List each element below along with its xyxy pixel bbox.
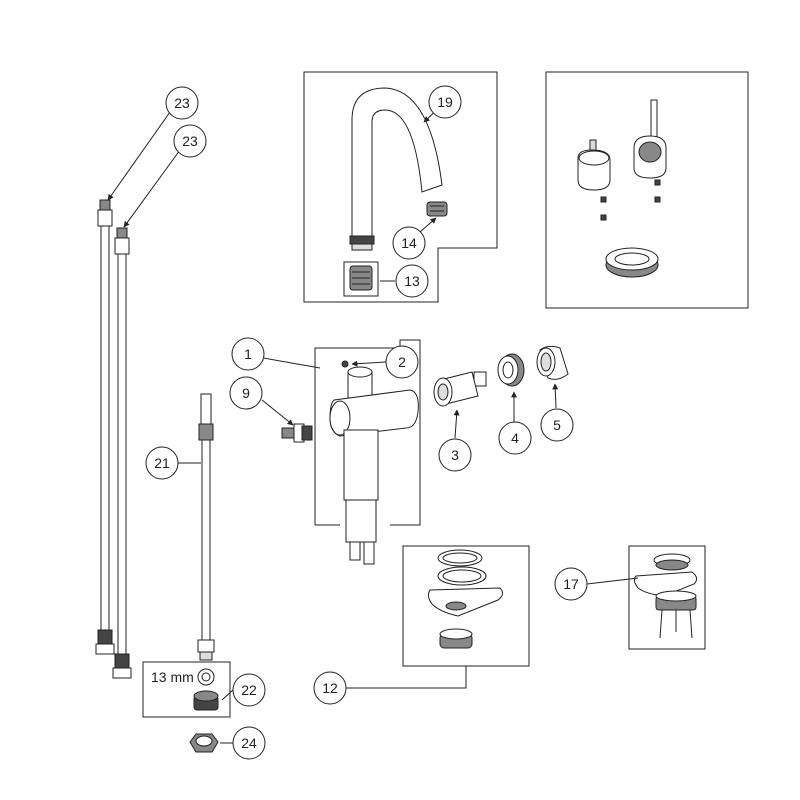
svg-text:1: 1 [244, 346, 252, 362]
callout-9: 9 [229, 376, 263, 410]
svg-text:5: 5 [553, 417, 561, 433]
callout-13: 13 [395, 264, 429, 298]
svg-text:21: 21 [154, 455, 170, 471]
spout-19 [349, 87, 443, 251]
grub-screw-2 [341, 360, 349, 368]
callout-5: 5 [540, 408, 574, 442]
svg-text:24: 24 [241, 735, 257, 751]
base-plate-12 [427, 549, 504, 649]
callout-4: 4 [498, 421, 532, 455]
olive-22 [193, 668, 219, 711]
handle-box [545, 71, 749, 309]
base-ring [605, 247, 659, 278]
hose-23-left [95, 199, 115, 655]
callout-23-top: 23 [165, 86, 199, 120]
svg-text:17: 17 [563, 576, 579, 592]
svg-text:12: 12 [322, 680, 338, 696]
callout-2: 2 [385, 345, 419, 379]
valve-9 [281, 423, 313, 443]
callout-1: 1 [231, 337, 265, 371]
callout-21: 21 [145, 446, 179, 480]
callout-14: 14 [392, 226, 426, 260]
callout-24: 24 [232, 726, 266, 760]
callout-19: 19 [428, 85, 462, 119]
ring-4 [497, 353, 525, 387]
hose-23-right [112, 227, 132, 679]
svg-text:14: 14 [401, 235, 417, 251]
lever-handle [633, 99, 667, 203]
svg-text:13: 13 [404, 273, 420, 289]
mixer-body-1 [329, 366, 419, 565]
svg-text:4: 4 [511, 430, 519, 446]
nut-size-label: 13 mm [151, 669, 194, 685]
svg-text:9: 9 [242, 385, 250, 401]
olive-box [142, 661, 231, 718]
nut-24 [189, 733, 219, 753]
body-frame-1 [314, 339, 421, 526]
handle-knob [577, 139, 611, 221]
callout-17: 17 [554, 567, 588, 601]
callout-12: 12 [313, 671, 347, 705]
callout-23-lower: 23 [173, 124, 207, 158]
cartridge-3 [433, 371, 487, 407]
svg-text:22: 22 [241, 682, 257, 698]
svg-text:19: 19 [437, 94, 453, 110]
drain-box [628, 545, 706, 650]
aerator-14 [426, 201, 448, 217]
svg-text:23: 23 [182, 133, 198, 149]
drain-17 [633, 553, 698, 639]
cap-5 [536, 345, 569, 380]
callout-3: 3 [438, 438, 472, 472]
svg-text:2: 2 [398, 354, 406, 370]
svg-text:23: 23 [174, 95, 190, 111]
svg-text:3: 3 [451, 447, 459, 463]
callout-22: 22 [232, 673, 266, 707]
supply-tube-21 [197, 393, 215, 661]
spout-box [303, 71, 498, 303]
check-valve-13 [343, 261, 379, 297]
